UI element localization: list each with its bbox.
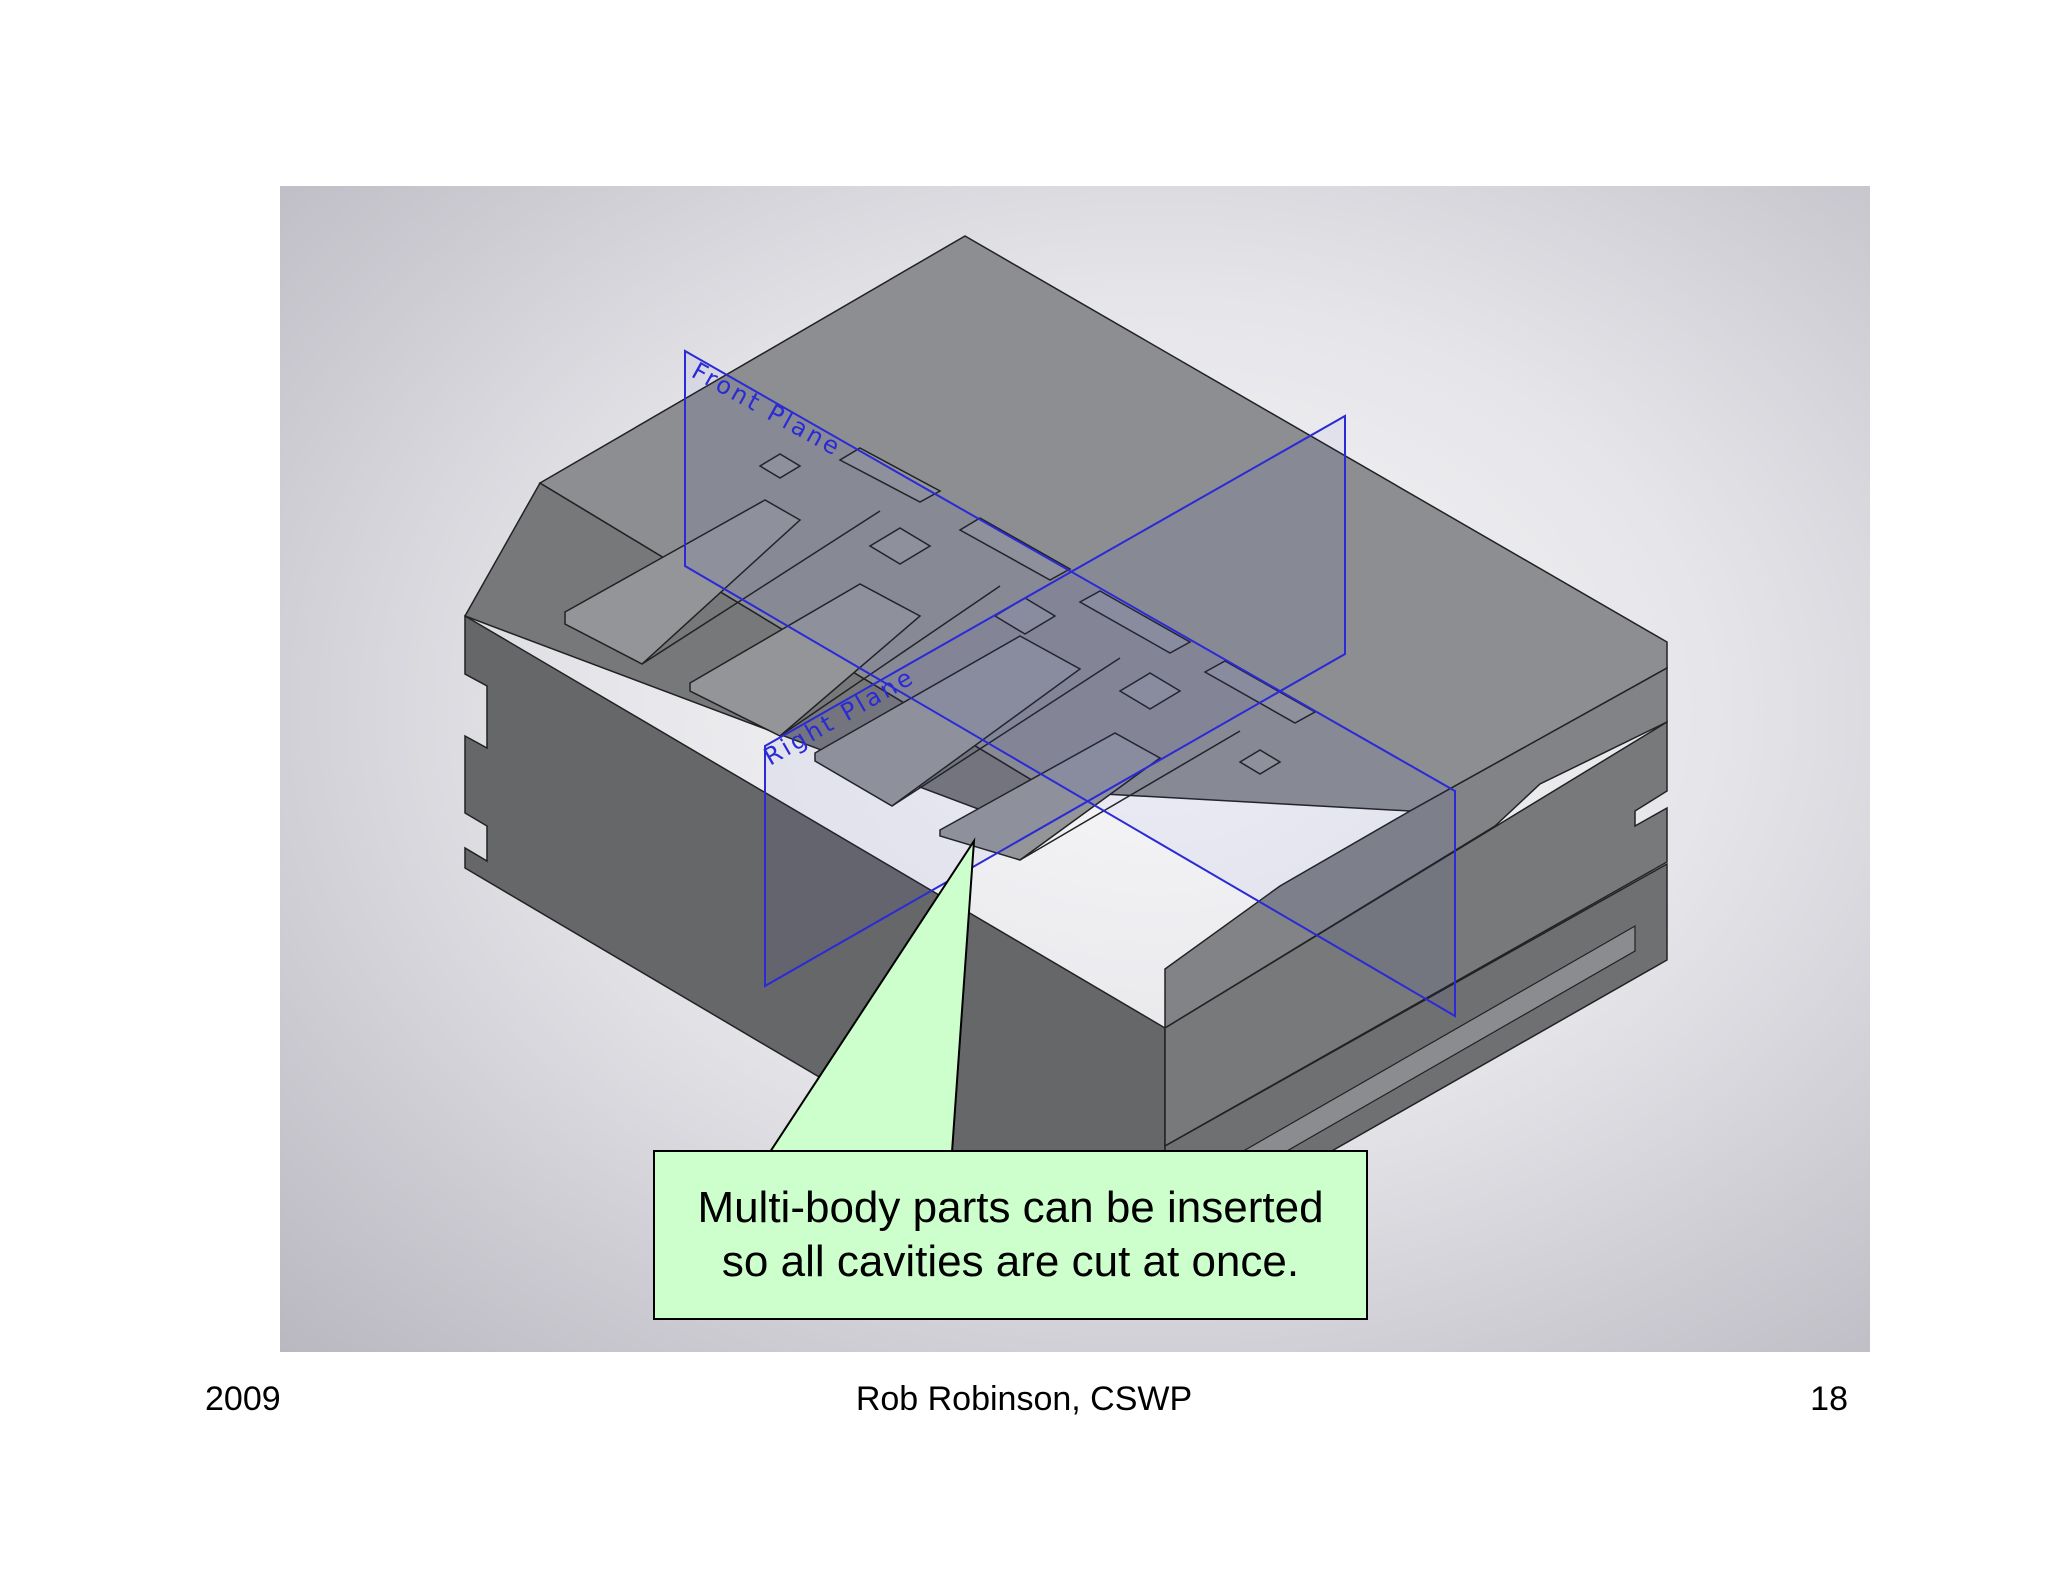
cavity-tab-2	[868, 527, 932, 565]
footer-author: Rob Robinson, CSWP	[855, 1380, 1193, 1418]
cavity-3	[814, 635, 1082, 807]
cavity-strip-3	[1078, 590, 1192, 654]
callout-line-2: so all cavities are cut at once.	[721, 1237, 1300, 1286]
cavity-tab-4	[1118, 672, 1182, 710]
callout-note: Multi-body parts can be inserted so all …	[653, 1150, 1368, 1320]
callout-line-1: Multi-body parts can be inserted	[697, 1183, 1324, 1232]
cavity-2	[689, 583, 922, 737]
cavity-4	[939, 732, 1162, 861]
front-plane	[684, 349, 1456, 1018]
footer-page-number: 18	[1810, 1380, 1848, 1418]
cavity-1	[564, 499, 802, 665]
cavity-tab-5	[1238, 749, 1282, 775]
cavity-strip-2	[958, 517, 1072, 581]
cavity-pockets	[564, 447, 1317, 861]
right-plane	[764, 414, 1346, 988]
cavity-strip-1	[838, 447, 942, 503]
footer-year: 2009	[205, 1380, 281, 1418]
cavity-tab-1	[758, 453, 802, 479]
